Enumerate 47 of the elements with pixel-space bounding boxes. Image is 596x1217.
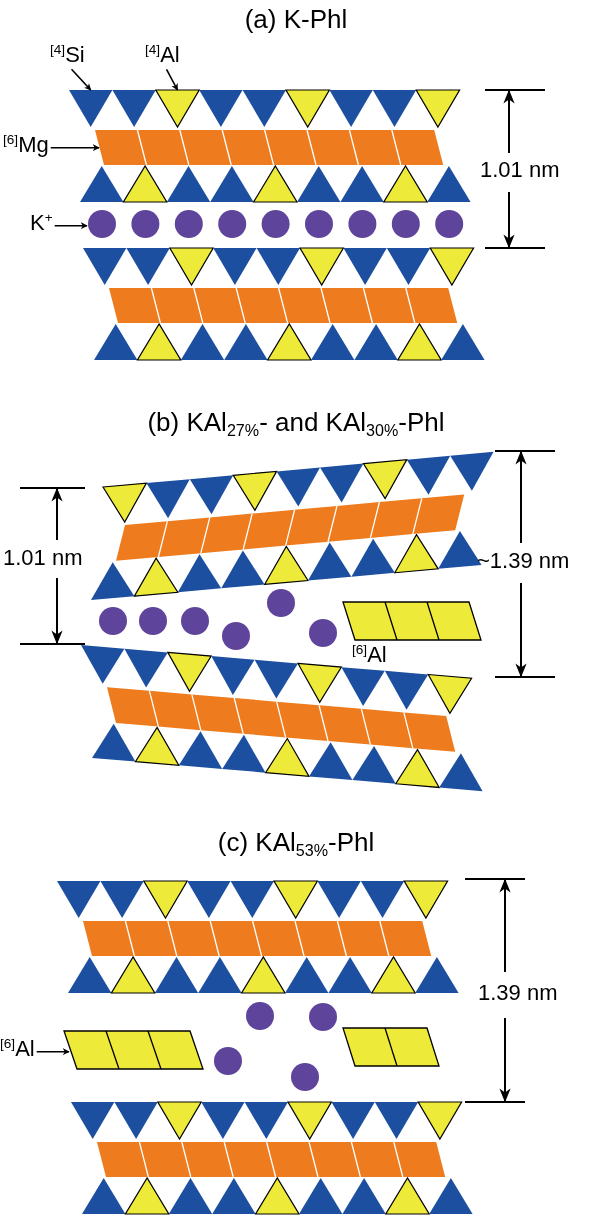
dimension-label: ~1.39 nm bbox=[477, 548, 570, 574]
ion-circle bbox=[131, 210, 160, 238]
octahedral-layer bbox=[95, 129, 444, 166]
ion-circle bbox=[309, 619, 337, 647]
octahedral-layer bbox=[107, 687, 456, 752]
ion-circle bbox=[246, 1002, 274, 1030]
ion-circle bbox=[139, 607, 167, 635]
panel-title: (c) KAl$_{53%}$-Phl bbox=[217, 828, 375, 858]
octahedral-layer bbox=[97, 1141, 446, 1178]
ion-circle bbox=[222, 622, 250, 650]
tetrahedron bbox=[69, 90, 113, 127]
ion-circle bbox=[99, 607, 127, 635]
part-label: K$^{+}$ bbox=[30, 210, 53, 236]
leader-arrow bbox=[49, 144, 100, 152]
ion-circle bbox=[261, 210, 290, 238]
octahedral-layer bbox=[109, 287, 458, 324]
octahedral-block bbox=[342, 601, 482, 641]
ion-circle bbox=[181, 607, 209, 635]
ion-circle bbox=[291, 1063, 319, 1091]
leader-arrow bbox=[35, 1048, 70, 1056]
dimension-label: 1.39 nm bbox=[478, 980, 558, 1006]
panel-title: (a) K-Phl bbox=[244, 5, 348, 35]
ion-circle bbox=[391, 210, 420, 238]
ion-circle bbox=[309, 1003, 337, 1031]
ion-circle bbox=[174, 210, 203, 238]
ion-circle bbox=[435, 210, 464, 238]
ion-circle bbox=[88, 210, 116, 238]
ion-circle bbox=[267, 589, 295, 617]
panel-title: (b) KAl$_{27%}$- and KAl$_{30%}$-Phl bbox=[147, 408, 445, 438]
leader-arrow bbox=[53, 222, 88, 230]
leader-arrow bbox=[70, 68, 92, 91]
ion-circle bbox=[218, 210, 247, 238]
octahedral-block bbox=[63, 1030, 204, 1070]
part-label: $^{[6]}$Al bbox=[0, 1036, 35, 1062]
octahedral-block bbox=[342, 1027, 440, 1067]
octahedral-layer bbox=[83, 920, 432, 957]
leader-arrow bbox=[165, 68, 179, 91]
ion-circle bbox=[348, 210, 377, 238]
ion-circle bbox=[214, 1047, 242, 1075]
part-label: $^{[4]}$Al bbox=[145, 42, 180, 68]
dimension-label: 1.01 nm bbox=[480, 157, 560, 183]
part-label: $^{[6]}$Mg bbox=[3, 132, 49, 158]
part-label: $^{[6]}$Al bbox=[352, 642, 387, 668]
part-label: $^{[4]}$Si bbox=[50, 42, 85, 68]
dimension-label: 1.01 nm bbox=[3, 545, 83, 571]
octahedral-layer bbox=[116, 494, 465, 561]
ion-circle bbox=[305, 210, 333, 238]
